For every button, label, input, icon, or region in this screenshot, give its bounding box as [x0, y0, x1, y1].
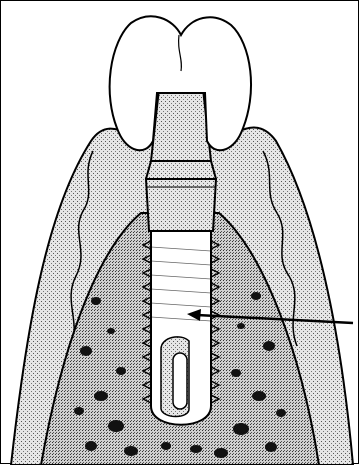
- implant-fixture: [143, 229, 219, 425]
- abutment-post: [151, 89, 211, 161]
- implant-vent-hole: [173, 353, 187, 409]
